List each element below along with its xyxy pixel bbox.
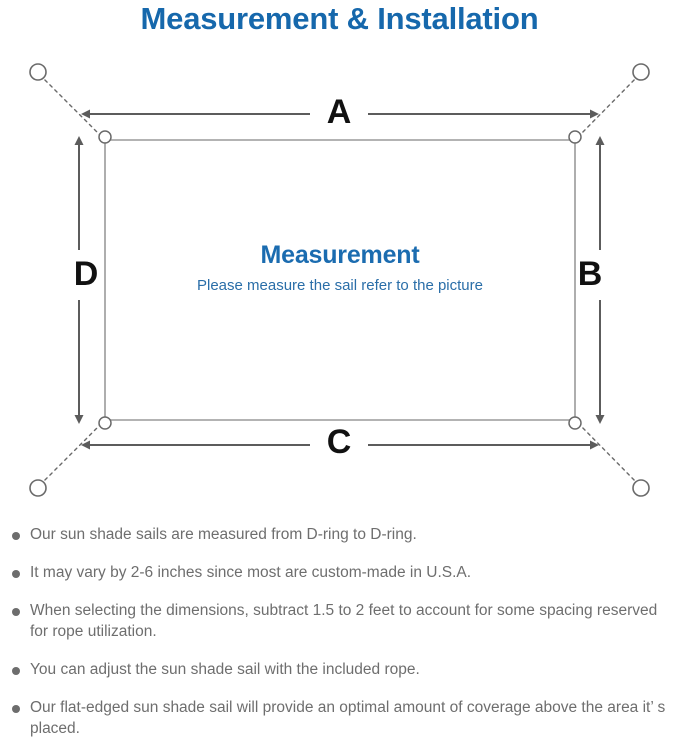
note-text: When selecting the dimensions, subtract …	[30, 602, 658, 640]
bullet-icon	[12, 570, 20, 578]
bullet-icon	[12, 705, 20, 713]
list-item: Our sun shade sails are measured from D-…	[0, 524, 679, 545]
list-item: Our flat-edged sun shade sail will provi…	[0, 697, 679, 739]
dimension-label-a: A	[326, 93, 352, 131]
sail-center-caption: Measurement Please measure the sail refe…	[105, 240, 575, 295]
list-item: It may vary by 2-6 inches since most are…	[0, 562, 679, 583]
anchor-point-top-right	[632, 63, 650, 81]
note-text: You can adjust the sun shade sail with t…	[30, 661, 420, 678]
rope-top-left	[39, 74, 102, 137]
note-text: Our flat-edged sun shade sail will provi…	[30, 699, 666, 737]
rope-bottom-left	[39, 423, 102, 486]
list-item: When selecting the dimensions, subtract …	[0, 600, 679, 642]
anchor-point-bottom-left	[29, 479, 47, 497]
d-ring-top-right	[568, 130, 582, 144]
rope-bottom-right	[578, 423, 640, 486]
anchor-point-bottom-right	[632, 479, 650, 497]
dimension-label-d: D	[73, 255, 99, 293]
anchor-point-top-left	[29, 63, 47, 81]
rope-top-right	[578, 74, 640, 137]
sail-diagram-svg	[29, 63, 650, 497]
dimension-label-c: C	[326, 423, 352, 461]
d-ring-bottom-right	[568, 416, 582, 430]
note-text: Our sun shade sails are measured from D-…	[30, 526, 417, 543]
sail-center-title: Measurement	[260, 241, 420, 269]
d-ring-top-left	[98, 130, 112, 144]
bullet-icon	[12, 667, 20, 675]
measurement-installation-page: Measurement & Installation	[0, 1, 679, 737]
list-item: You can adjust the sun shade sail with t…	[0, 659, 679, 680]
page-title: Measurement & Installation	[140, 1, 539, 36]
dimension-label-b: B	[577, 255, 603, 293]
bullet-icon	[12, 532, 20, 540]
sail-diagram: A B C D Measurement Please measure the s…	[0, 48, 679, 510]
note-text: It may vary by 2-6 inches since most are…	[30, 564, 472, 581]
bullet-icon	[12, 608, 20, 616]
notes-list: Our sun shade sails are measured from D-…	[0, 524, 679, 756]
d-ring-bottom-left	[98, 416, 112, 430]
sail-center-subtitle: Please measure the sail refer to the pic…	[197, 277, 483, 294]
